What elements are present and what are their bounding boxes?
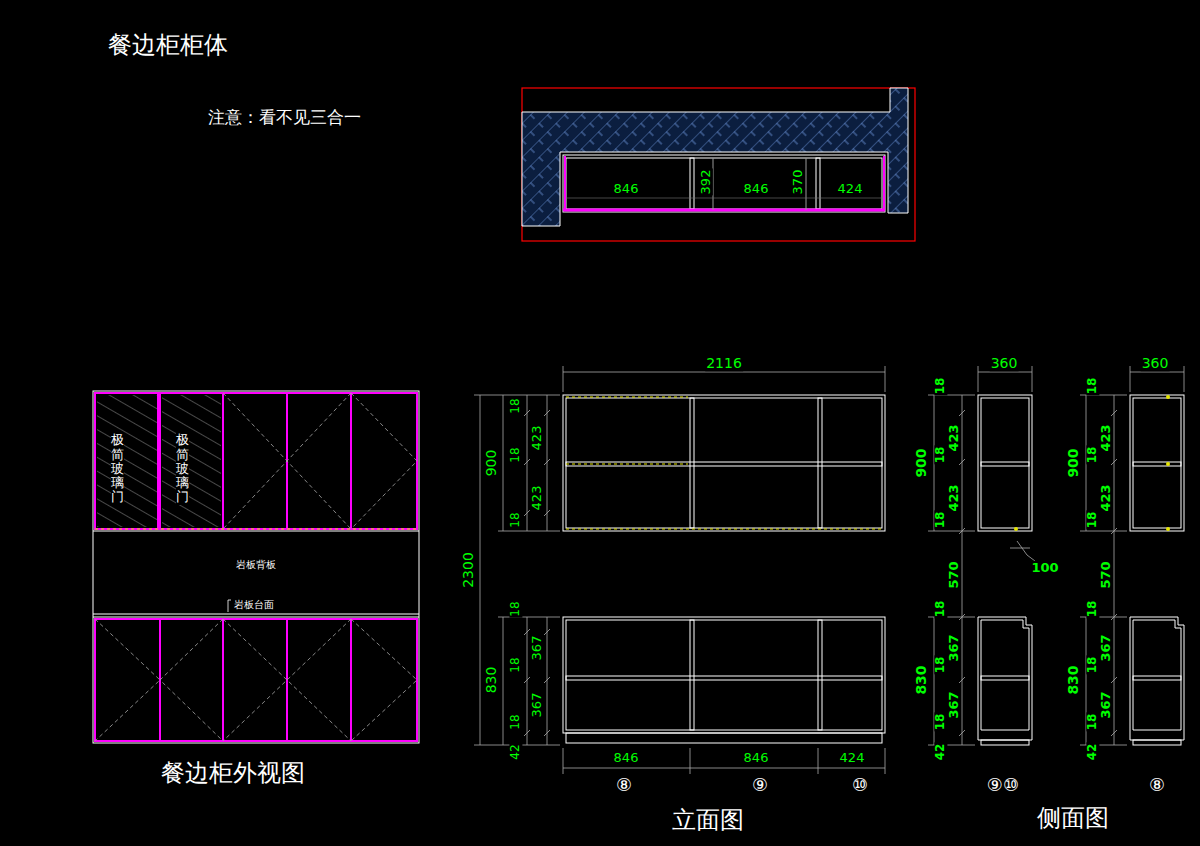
drawing-label: 423 xyxy=(1099,423,1113,452)
drawing-label: 423 xyxy=(947,423,961,452)
drawing-label: 570 xyxy=(947,560,961,589)
drawing-label: 18 xyxy=(509,397,522,414)
drawing-label: 360 xyxy=(990,356,1019,371)
drawing-label: 岩板台面 xyxy=(233,599,275,610)
drawing-label: 423 xyxy=(947,483,961,512)
drawing-label: 42 xyxy=(934,743,947,762)
drawing-label: ⑧ xyxy=(615,775,633,795)
drawing-label: 餐边柜外视图 xyxy=(160,760,306,786)
drawing-label: 424 xyxy=(837,182,864,196)
drawing-label: 846 xyxy=(613,751,640,765)
drawing-label: 100 xyxy=(1030,561,1059,575)
drawing-label: 2300 xyxy=(461,551,476,589)
drawing-label: 424 xyxy=(839,751,866,765)
glass-door-panel: 极简玻璃门 xyxy=(160,393,223,529)
drawing-label: ⑨ xyxy=(751,775,769,795)
drawing-label: 846 xyxy=(613,182,640,196)
drawing-label: 18 xyxy=(1086,600,1099,619)
drawing-label: 830 xyxy=(914,664,929,695)
drawing-label: 18 xyxy=(509,446,522,463)
panel-label: 岩板背板 xyxy=(234,558,278,572)
drawing-label: 830 xyxy=(484,666,499,695)
drawing-label: 42 xyxy=(1086,743,1099,762)
drawing-label: 423 xyxy=(530,485,544,512)
drawing-label: 370 xyxy=(791,169,805,196)
drawing-label: ⑩ xyxy=(851,775,869,795)
glass-door-panel: 极简玻璃门 xyxy=(95,393,158,529)
drawing-label: 侧面图 xyxy=(1036,805,1110,831)
door-label: 极简玻璃门 xyxy=(176,433,189,504)
drawing-label: ⑨⑩ xyxy=(986,775,1020,795)
drawing-label: 846 xyxy=(743,751,770,765)
drawing-label: 423 xyxy=(530,425,544,452)
drawing-label: 18 xyxy=(934,600,947,619)
drawing-label: 18 xyxy=(1086,713,1099,732)
drawing-label: 18 xyxy=(509,600,522,617)
drawing-title: 餐边柜柜体 xyxy=(107,32,229,58)
drawing-label: 846 xyxy=(743,182,770,196)
back-panel-band: 岩板背板 xyxy=(93,532,419,614)
drawing-label: 立面图 xyxy=(671,807,745,833)
drawing-label: 42 xyxy=(509,743,522,760)
drawing-label: 367 xyxy=(530,635,544,662)
drawing-label: 2116 xyxy=(705,356,743,371)
drawing-label: 900 xyxy=(484,449,499,478)
drawing-label: 830 xyxy=(1066,664,1081,695)
drawing-label: 18 xyxy=(1086,656,1099,675)
drawing-label: 367 xyxy=(530,692,544,719)
drawing-label: 900 xyxy=(914,447,929,478)
drawing-label: 18 xyxy=(934,713,947,732)
drawing-label: 18 xyxy=(1086,511,1099,530)
drawing-label: 367 xyxy=(947,690,961,719)
drawing-label: 570 xyxy=(1099,560,1113,589)
door-label: 极简玻璃门 xyxy=(111,433,124,504)
drawing-label: 18 xyxy=(509,656,522,673)
drawing-label: 367 xyxy=(947,633,961,662)
drawing-label: 18 xyxy=(934,656,947,675)
drawing-label: 注意：看不见三合一 xyxy=(207,108,362,127)
drawing-label: 18 xyxy=(934,377,947,396)
drawing-label: ⑧ xyxy=(1148,775,1166,795)
drawing-label: 367 xyxy=(1099,633,1113,662)
drawing-label: 18 xyxy=(1086,446,1099,465)
drawing-label: 360 xyxy=(1141,356,1170,371)
drawing-label: 900 xyxy=(1066,447,1081,478)
drawing-label: 18 xyxy=(1086,377,1099,396)
drawing-label: 18 xyxy=(934,511,947,530)
drawing-label: 18 xyxy=(934,446,947,465)
drawing-label: 18 xyxy=(509,713,522,730)
drawing-label: 18 xyxy=(509,511,522,528)
drawing-label: 423 xyxy=(1099,483,1113,512)
drawing-label: 392 xyxy=(699,169,713,196)
drawing-label: 367 xyxy=(1099,690,1113,719)
